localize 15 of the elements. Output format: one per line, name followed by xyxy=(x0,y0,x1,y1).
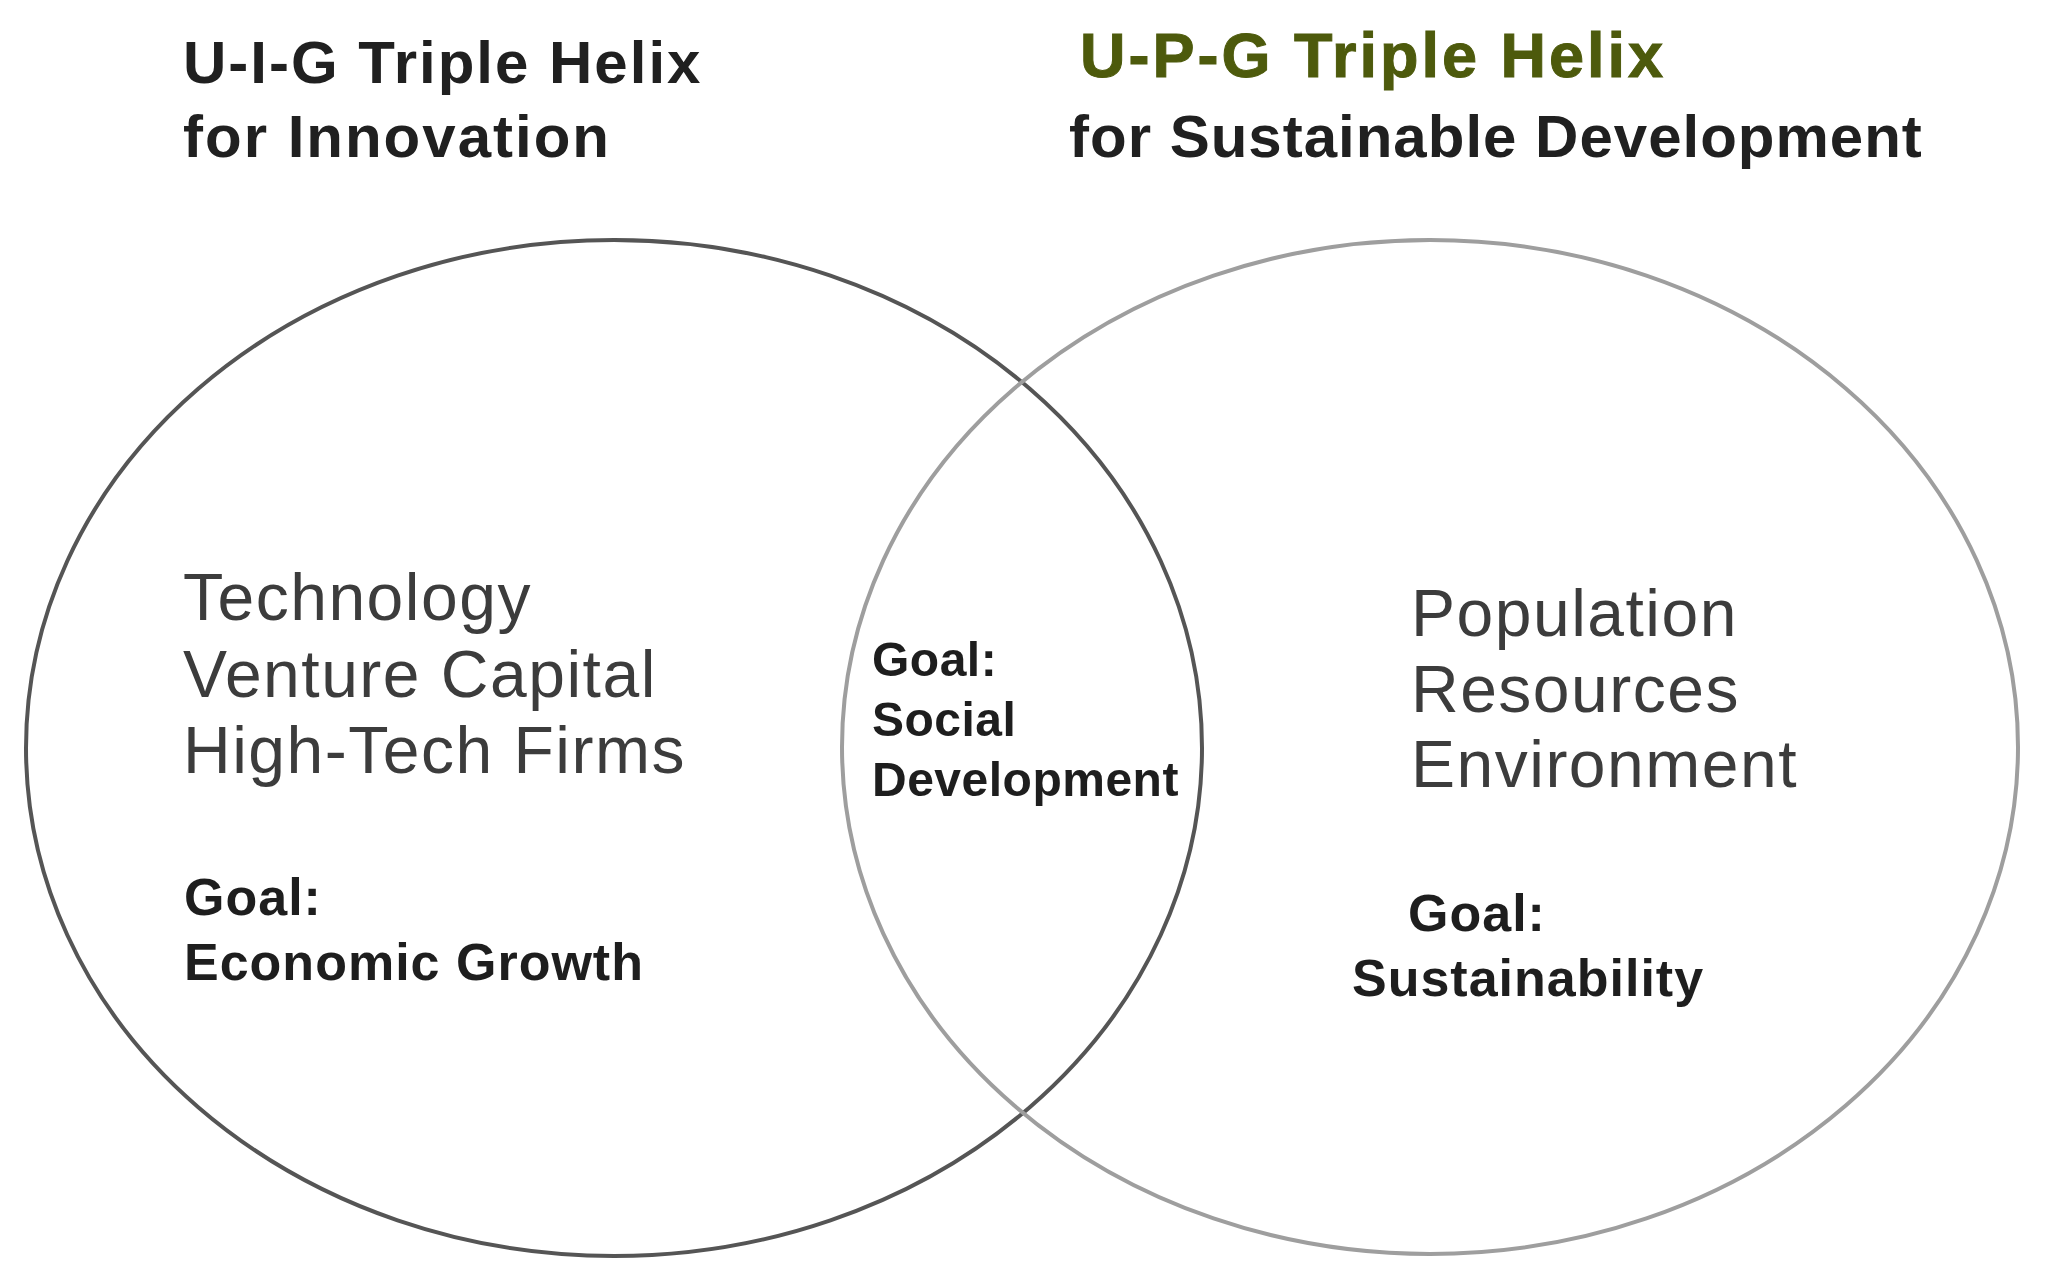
factor-label: Technology xyxy=(183,559,532,635)
factor-label: Resources xyxy=(1411,651,1740,727)
circle-heading: U-I-G Triple Helix for Innovation xyxy=(183,28,704,172)
circle-heading: for Sustainable Development xyxy=(1069,102,1923,172)
goal-label: Social Development xyxy=(872,692,1179,808)
factor-label: Venture Capital xyxy=(183,636,657,712)
factor-label: Population xyxy=(1411,575,1738,651)
circle-heading: U-P-G Triple Helix xyxy=(1080,19,1667,92)
goal-label: Goal: xyxy=(184,867,322,928)
goal-label: Economic Growth xyxy=(184,932,644,993)
factor-label: High-Tech Firms xyxy=(183,712,686,788)
goal-label: Goal: xyxy=(872,632,998,688)
goal-label: Goal: xyxy=(1408,883,1546,944)
factor-label: Environment xyxy=(1411,726,1798,802)
goal-label: Sustainability xyxy=(1352,948,1705,1009)
